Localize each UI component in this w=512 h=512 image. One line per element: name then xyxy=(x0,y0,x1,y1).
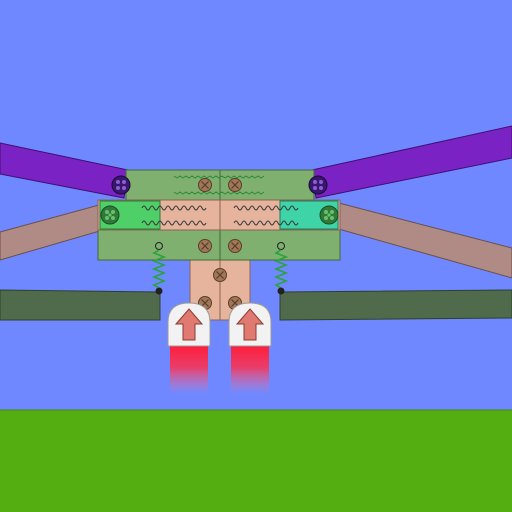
purple-strut-left[interactable] xyxy=(0,142,129,199)
bolt-icon[interactable] xyxy=(197,177,213,193)
arrow-up-icon xyxy=(174,308,204,341)
bolt-icon[interactable] xyxy=(212,267,228,283)
dark-green-strut-left[interactable] xyxy=(0,289,161,321)
spring-right[interactable] xyxy=(273,242,289,295)
purple-gear-icon-right[interactable] xyxy=(308,175,328,195)
thruster-right[interactable] xyxy=(228,302,272,347)
piston-spring-left-bottom xyxy=(141,220,207,226)
piston-spring-left-top xyxy=(141,205,207,211)
piston-spring-right-bottom xyxy=(233,220,299,226)
thrust-flame-right xyxy=(231,346,269,394)
gear-icon-left[interactable] xyxy=(100,205,120,225)
pink-strut-left[interactable] xyxy=(0,201,111,261)
piston-spring-right-top xyxy=(233,205,299,211)
purple-strut-right[interactable] xyxy=(311,125,512,199)
pink-strut-right[interactable] xyxy=(334,201,512,279)
chassis-bottom[interactable] xyxy=(97,229,341,261)
dark-green-strut-right[interactable] xyxy=(279,289,512,321)
bolt-icon[interactable] xyxy=(227,177,243,193)
thruster-left[interactable] xyxy=(167,302,211,347)
spring-left[interactable] xyxy=(151,242,167,295)
ground xyxy=(0,410,512,512)
arrow-up-icon xyxy=(235,308,265,341)
bolt-icon[interactable] xyxy=(227,238,243,254)
thrust-flame-left xyxy=(170,346,208,394)
gear-icon-right[interactable] xyxy=(319,205,339,225)
purple-gear-icon-left[interactable] xyxy=(111,175,131,195)
bolt-icon[interactable] xyxy=(197,238,213,254)
